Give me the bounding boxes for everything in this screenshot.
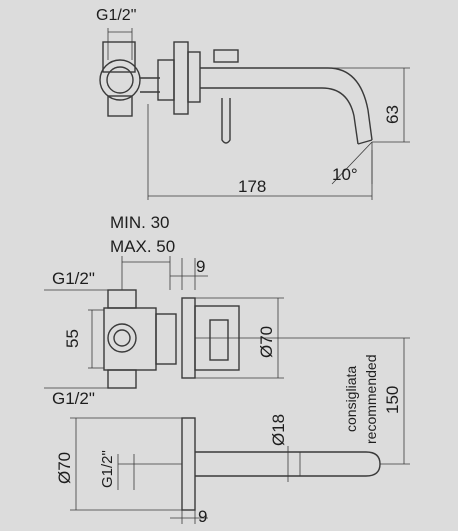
angle-leader	[331, 141, 373, 185]
body-neck	[155, 313, 177, 365]
dim-178-label: 178	[238, 177, 266, 196]
inlet-fitting	[102, 41, 136, 73]
min-label: MIN. 30	[110, 213, 170, 232]
upper-inlet	[107, 289, 137, 309]
elbow-body	[99, 59, 141, 101]
max-label: MAX. 50	[110, 237, 175, 256]
mid-thread-lower-label: G1/2"	[52, 389, 95, 408]
mixer-body-front	[187, 51, 201, 103]
angle-10-label: 10°	[332, 165, 358, 184]
mixer-body-rear	[157, 59, 175, 101]
lever-cap	[213, 49, 239, 63]
mid-thread-upper-label: G1/2"	[52, 269, 95, 288]
wall-flange	[173, 41, 189, 115]
valve-port-outer	[107, 323, 137, 353]
top-thread-label: G1/2"	[96, 7, 136, 24]
plan-view	[44, 256, 410, 465]
spout-inner	[200, 87, 359, 145]
valve-port-inner	[113, 329, 131, 347]
spout-plan-view	[70, 417, 381, 524]
consigliata-label: consigliata	[343, 366, 359, 432]
recommended-label: recommended	[363, 355, 379, 445]
lower-inlet	[107, 369, 137, 389]
elbow-inner	[106, 66, 134, 94]
plan-flange	[181, 297, 196, 379]
lever-handle	[221, 98, 231, 144]
dim-150-label: 150	[383, 386, 402, 414]
dim-55-label: 55	[63, 329, 82, 348]
dia70-right-label: Ø70	[257, 326, 276, 358]
dim-9-lower-label: 9	[198, 507, 207, 526]
spout-flange	[181, 417, 196, 511]
dia70-left-label: Ø70	[55, 452, 74, 484]
spout-tip	[357, 139, 373, 145]
dim-63-label: 63	[383, 105, 402, 124]
spout-outer	[200, 67, 373, 141]
spout-tube	[195, 451, 381, 477]
bottom-thread-label: G1/2"	[99, 450, 116, 488]
dia18-label: Ø18	[269, 414, 288, 446]
outlet-fitting	[107, 95, 133, 117]
dim-9-upper-label: 9	[196, 257, 205, 276]
side-elevation-view	[99, 28, 410, 200]
cartridge-knob	[209, 319, 229, 361]
